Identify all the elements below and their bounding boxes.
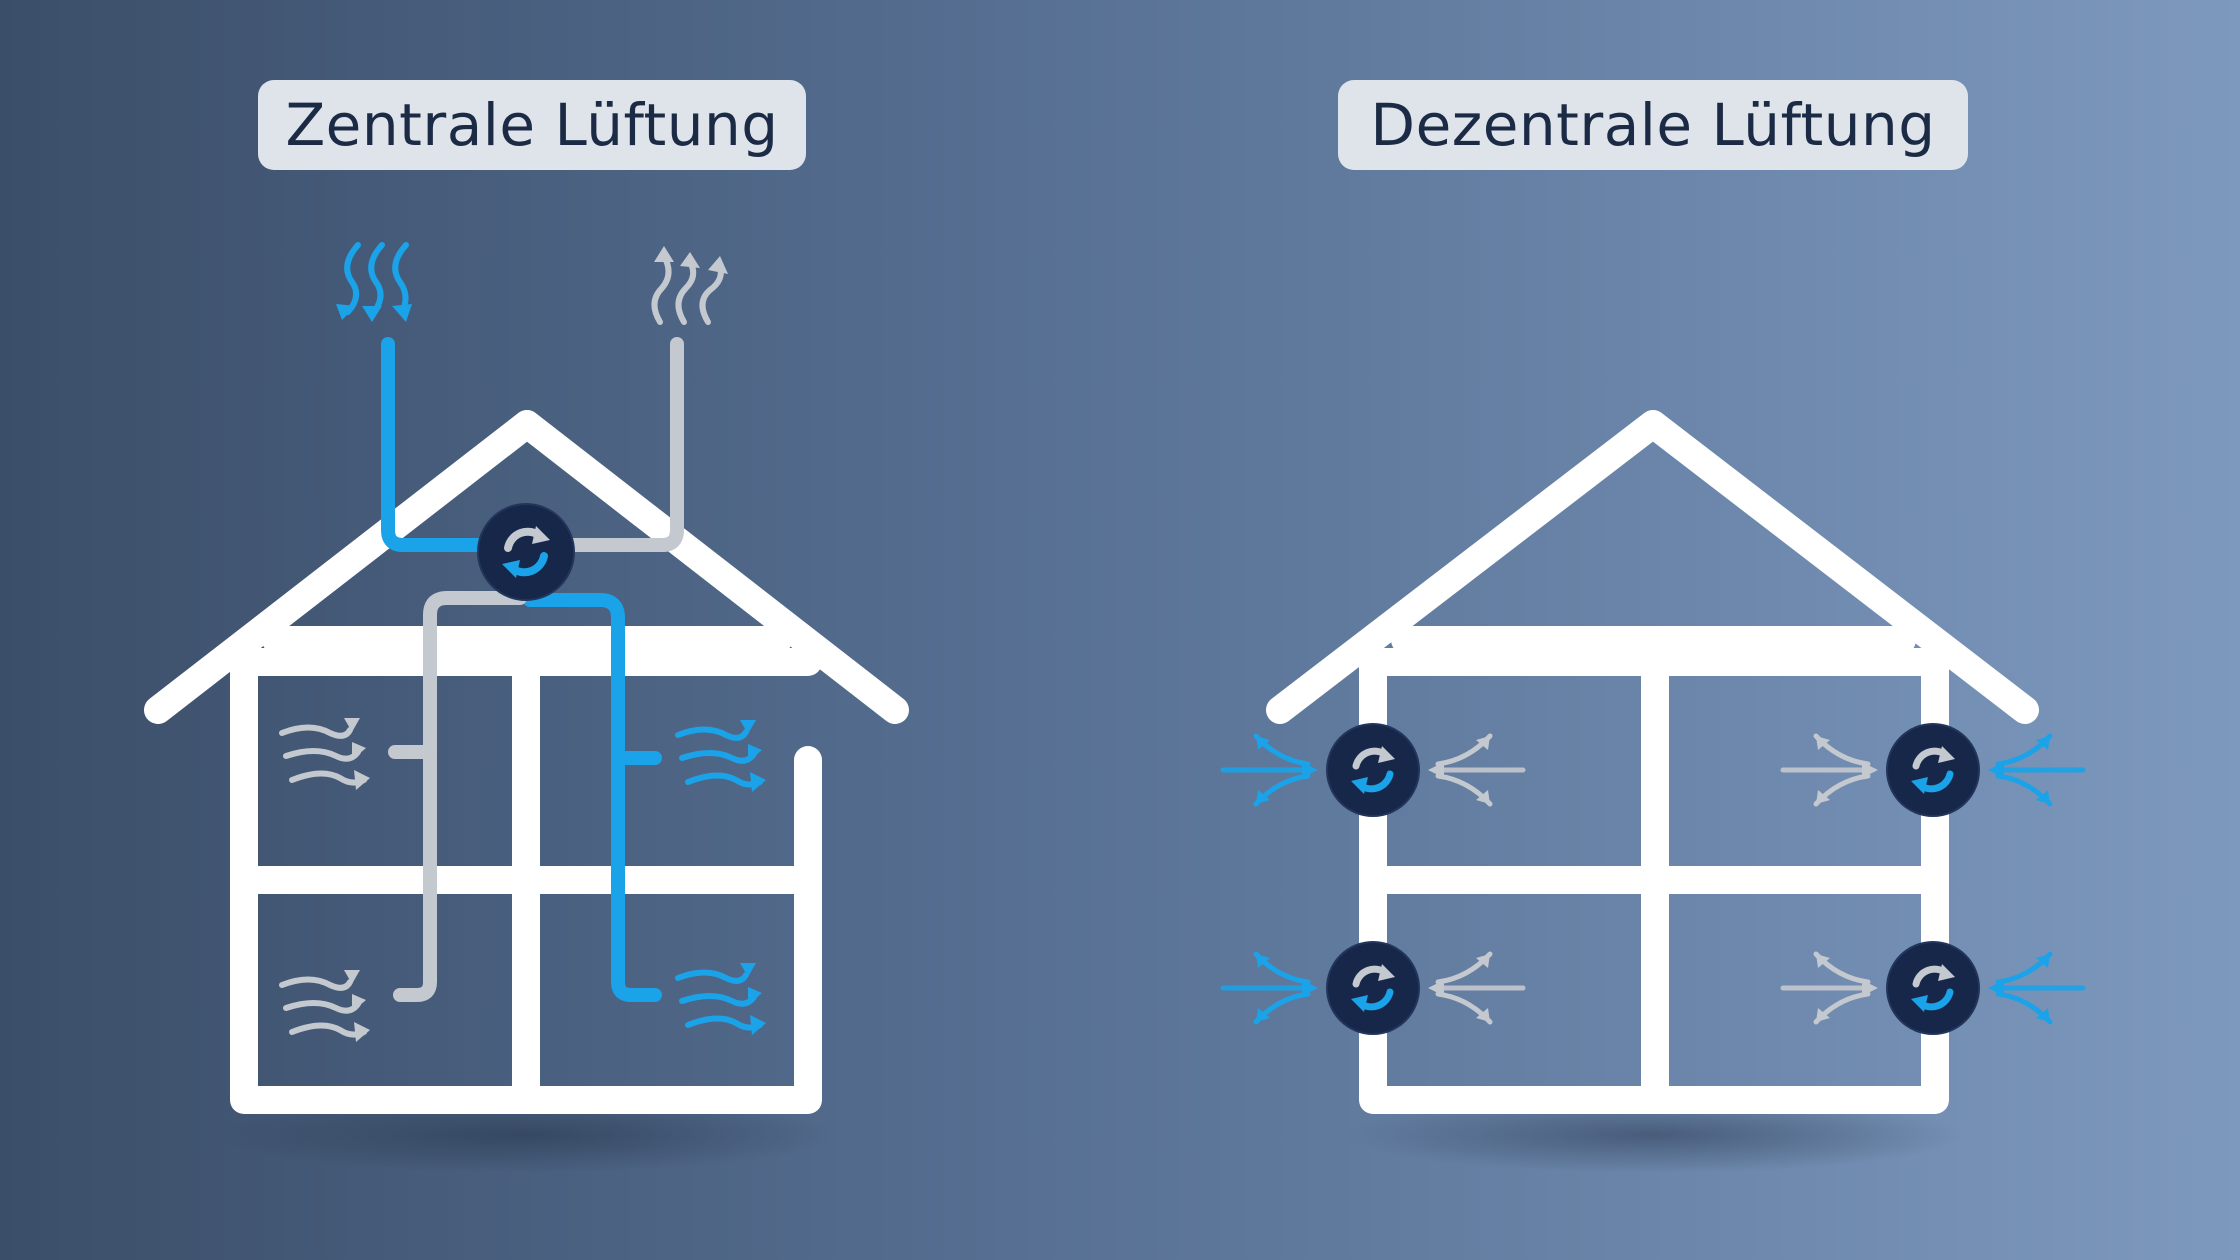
central-house-frame xyxy=(144,410,909,1114)
inside-exhaust-arrows-right-upper xyxy=(1780,733,1878,807)
rooftop-exhaust-arrows xyxy=(651,246,728,325)
exhaust-outlet-duct xyxy=(553,337,684,552)
room-exhaust-arrows-lower-left xyxy=(279,970,370,1042)
house-shadow-left xyxy=(215,1097,835,1173)
circular-arrows-icon xyxy=(1351,746,1395,794)
circular-arrows-icon xyxy=(502,526,550,578)
central-ducts xyxy=(381,337,684,1002)
decentral-house xyxy=(1266,410,2039,1114)
inside-exhaust-arrows-right-lower xyxy=(1780,951,1878,1025)
room-exhaust-arrows-upper-left xyxy=(279,718,370,790)
decentral-ventilation-label: Dezentrale Lüftung xyxy=(1338,80,1968,170)
central-ventilation-label: Zentrale Lüftung xyxy=(258,80,806,170)
inside-exhaust-arrows-left-upper xyxy=(1428,733,1526,807)
circular-arrows-icon xyxy=(1911,964,1955,1012)
outside-fresh-air-arrows-right-upper xyxy=(1988,733,2086,807)
central-heat-recovery-unit xyxy=(477,503,575,601)
house-shadow-right xyxy=(1345,1097,1965,1173)
fresh-air-supply-duct xyxy=(523,593,662,1002)
inside-exhaust-arrows-left-lower xyxy=(1428,951,1526,1025)
outside-fresh-air-arrows-left-upper xyxy=(1220,733,1318,807)
decentral-unit-right-lower xyxy=(1886,941,1980,1035)
fresh-air-intake-duct xyxy=(381,337,512,552)
decentral-unit-right-upper xyxy=(1886,723,1980,817)
circular-arrows-icon xyxy=(1351,964,1395,1012)
exhaust-extract-duct xyxy=(393,591,527,1002)
central-house xyxy=(144,242,909,1114)
room-fresh-air-arrows-lower-right xyxy=(675,963,766,1035)
decentral-house-frame xyxy=(1266,410,2039,1114)
circular-arrows-icon xyxy=(1911,746,1955,794)
rooftop-fresh-air-arrows xyxy=(336,242,412,322)
decentral-unit-left-upper xyxy=(1326,723,1420,817)
outside-fresh-air-arrows-left-lower xyxy=(1220,951,1318,1025)
decentral-units xyxy=(1220,723,2086,1035)
outside-fresh-air-arrows-right-lower xyxy=(1988,951,2086,1025)
decentral-unit-left-lower xyxy=(1326,941,1420,1035)
room-fresh-air-arrows-upper-right xyxy=(675,720,766,792)
